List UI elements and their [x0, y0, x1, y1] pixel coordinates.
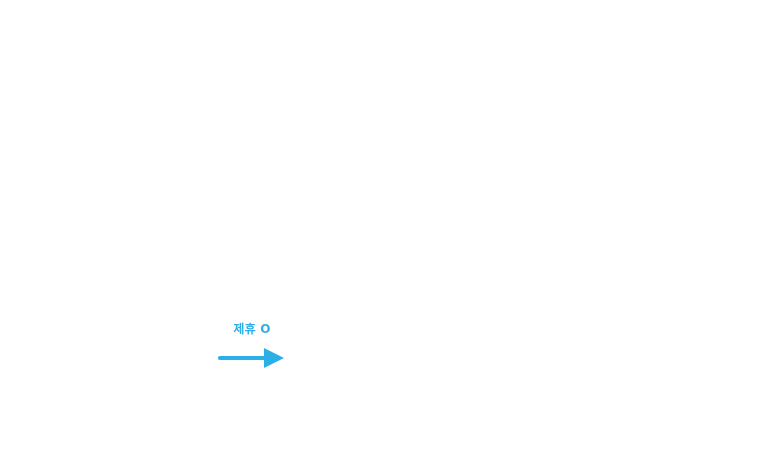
arrow-head — [264, 348, 284, 368]
affiliation-label: 제휴 O — [233, 322, 271, 336]
arrow-right-icon — [218, 348, 284, 368]
